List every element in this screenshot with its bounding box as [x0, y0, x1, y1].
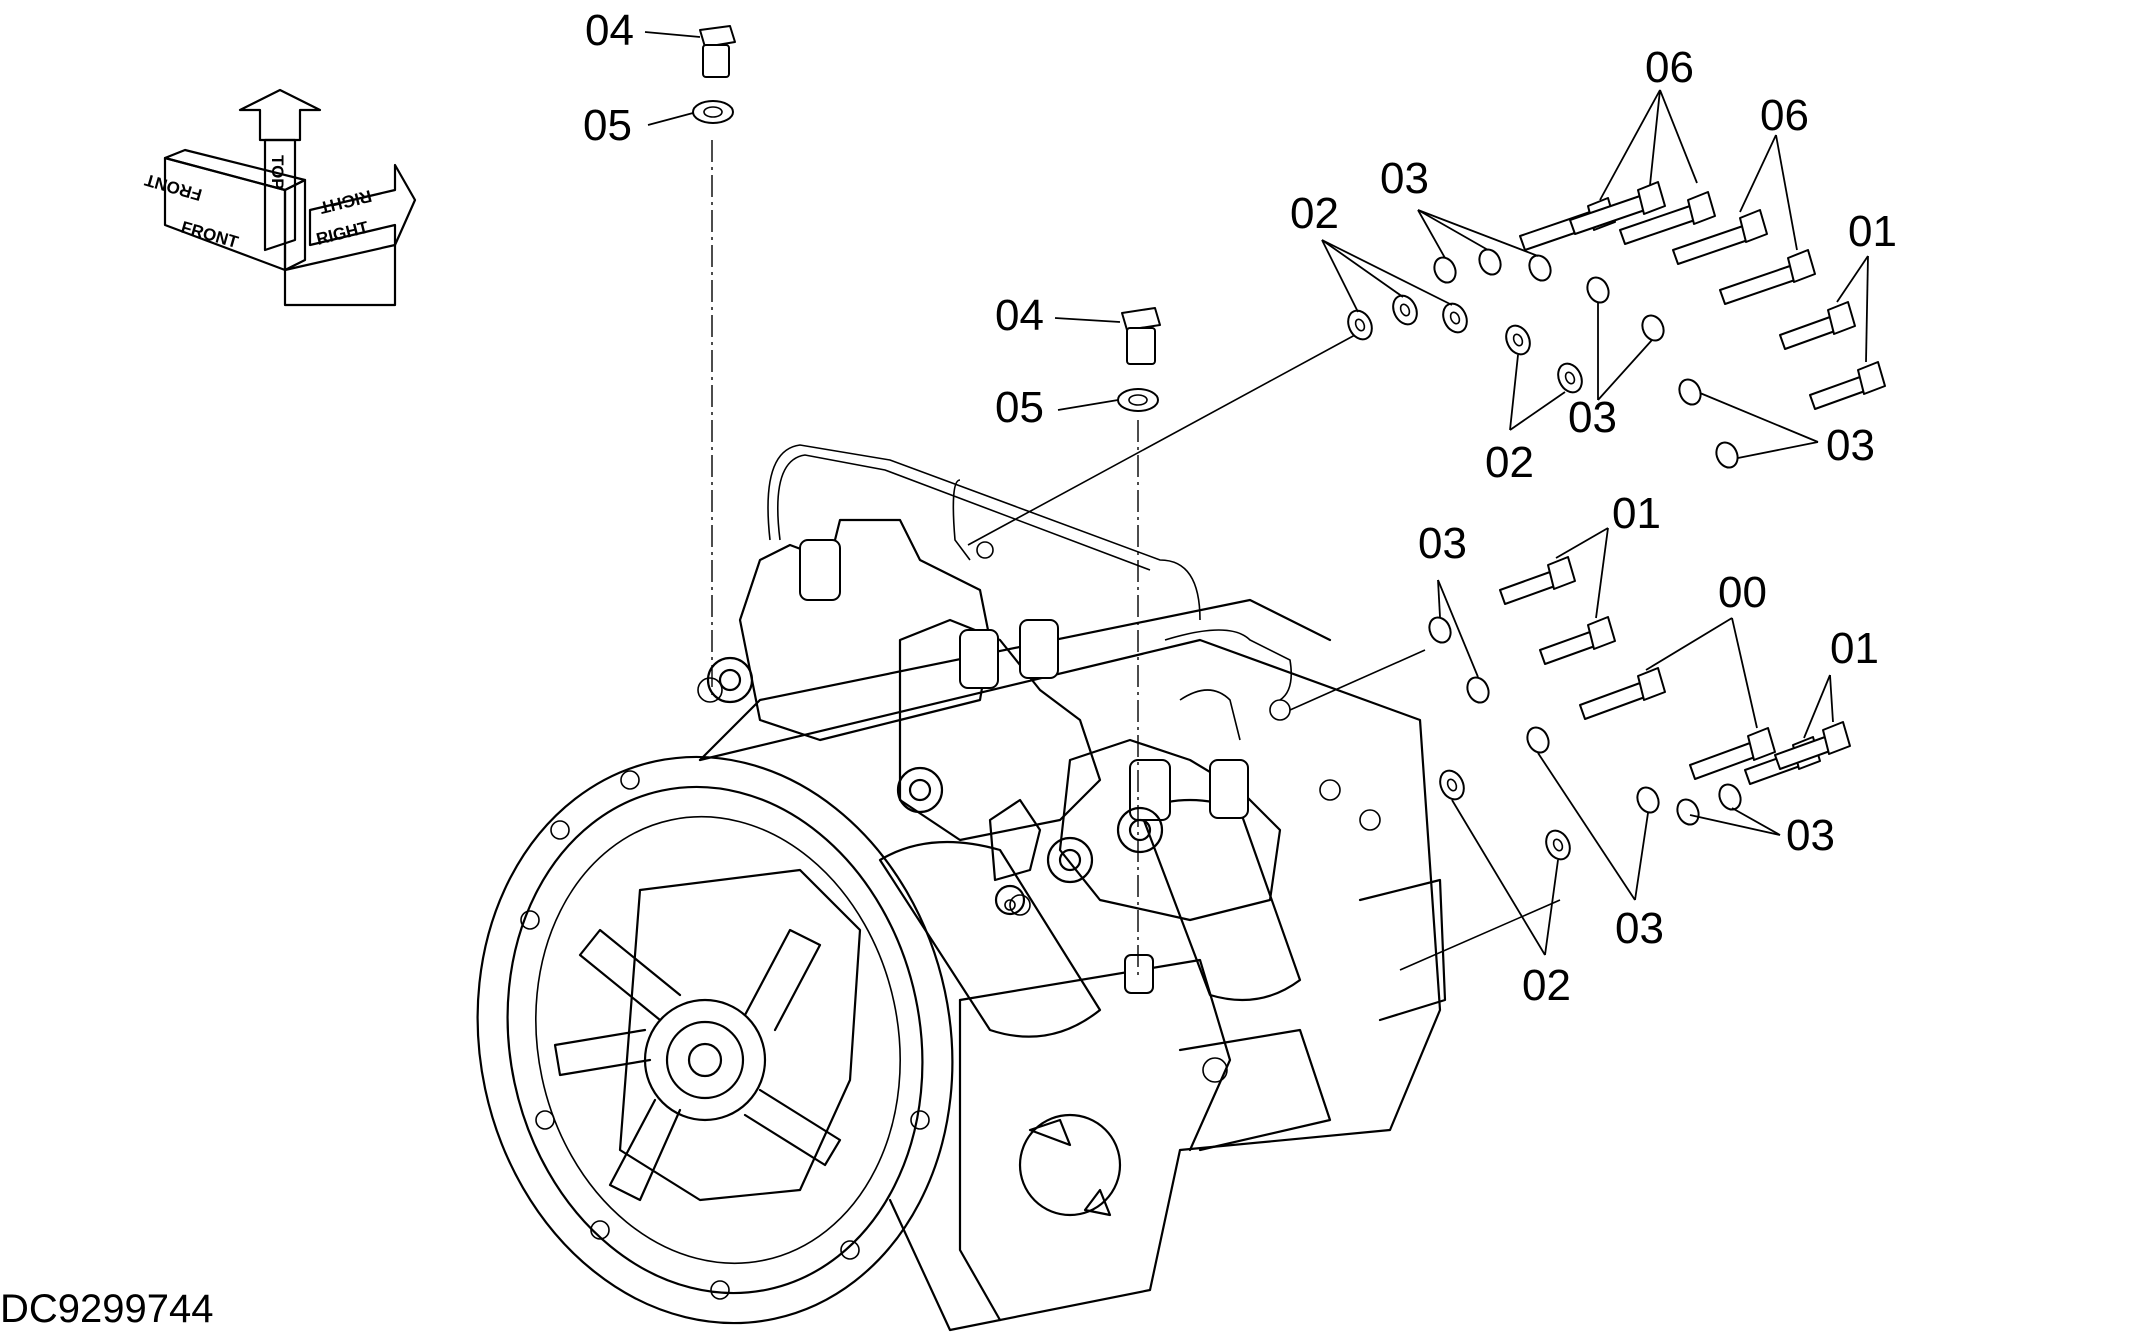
washer-03-lower [1428, 616, 1742, 826]
bolt-01-bottom-group [1744, 721, 1851, 785]
callout-03-f: 03 [1615, 904, 1664, 953]
assembly-line-lower-group [1289, 649, 1426, 711]
callout-06-b: 06 [1760, 91, 1809, 140]
top-label: TOP [268, 155, 287, 190]
bolt-06-group [1519, 181, 1816, 305]
ring-02-upper [1347, 294, 1468, 341]
orientation-indicator: FRONT TOP RIGHT FRONT RIGHT [142, 88, 417, 307]
callout-04-top: 04 [585, 6, 634, 55]
callout-01-c: 01 [1830, 624, 1879, 673]
ring-02-lower [1439, 769, 1571, 861]
right-label: RIGHT [314, 218, 371, 249]
callout-01-a: 01 [1848, 207, 1897, 256]
callout-labels: 04 05 04 05 06 06 03 02 01 03 02 03 03 0… [583, 6, 1897, 1010]
callout-04-mid: 04 [995, 291, 1044, 340]
assembly-line-bottom-group [1399, 899, 1561, 971]
front-label: FRONT [179, 218, 241, 253]
callout-05-mid: 05 [995, 383, 1044, 432]
callout-03-a: 03 [1380, 154, 1429, 203]
bolt-04-mid [1121, 307, 1161, 365]
callout-02-b: 02 [1485, 438, 1534, 487]
washer-05-top [692, 100, 734, 124]
washer-03-upper [1433, 248, 1739, 469]
bolt-00-group [1579, 667, 1776, 780]
assembly-line-upper-group [967, 334, 1356, 546]
bolt-01-lower-group [1499, 556, 1616, 665]
bolt-04-top [699, 25, 736, 78]
hydraulic-pump-assembly [476, 444, 1447, 1332]
callout-03-b: 03 [1568, 393, 1617, 442]
callout-02-c: 02 [1522, 961, 1571, 1010]
callout-01-b: 01 [1612, 489, 1661, 538]
callout-00: 00 [1718, 568, 1767, 617]
callout-03-e: 03 [1786, 811, 1835, 860]
svg-text:RIGHT: RIGHT [317, 186, 374, 217]
callout-03-d: 03 [1418, 519, 1467, 568]
bolt-01-upper-group [1779, 301, 1886, 410]
callout-02-a: 02 [1290, 189, 1339, 238]
diagram-code: DC9299744 [0, 1287, 214, 1331]
washer-05-mid [1117, 388, 1159, 412]
callout-03-c: 03 [1826, 421, 1875, 470]
callout-05-top: 05 [583, 101, 632, 150]
callout-06-a: 06 [1645, 43, 1694, 92]
svg-text:FRONT: FRONT [142, 170, 204, 205]
ring-02-middle [1505, 324, 1583, 394]
leader-lines [644, 31, 1869, 956]
